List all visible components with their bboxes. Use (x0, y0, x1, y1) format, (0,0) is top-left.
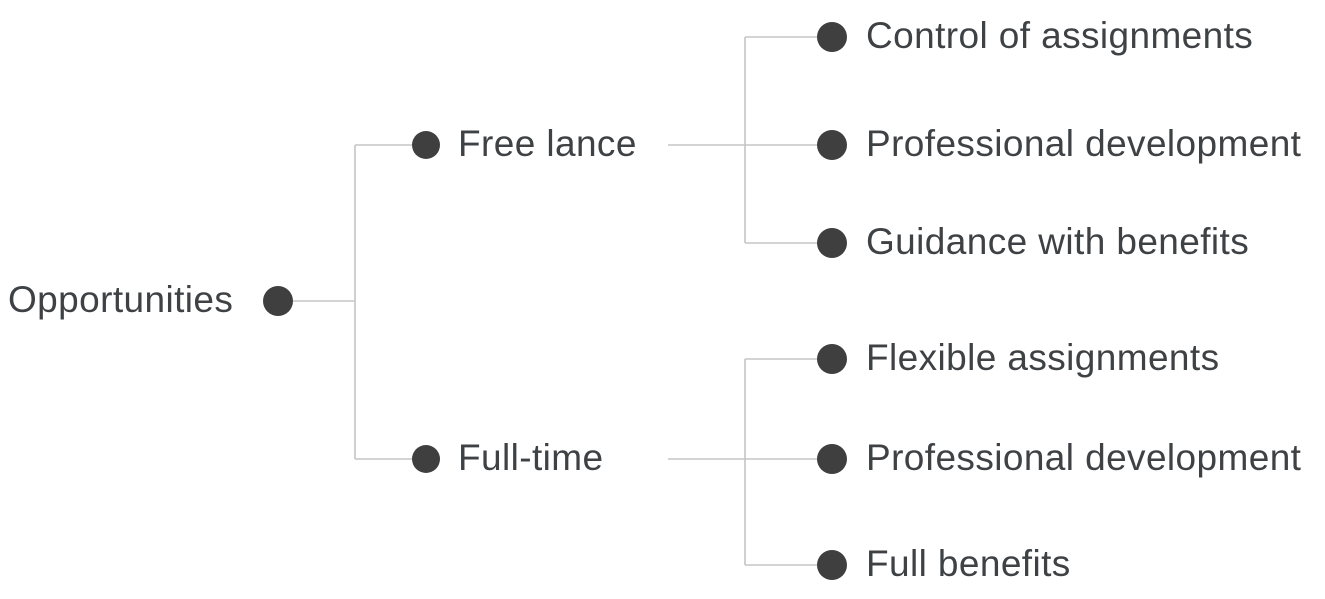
leaf-label-flexible-assignments: Flexible assignments (866, 336, 1220, 378)
leaf-label-professional-development-freelance: Professional development (866, 122, 1302, 164)
leaf-node-dot (817, 130, 847, 160)
branch-label-freelance: Free lance (458, 122, 637, 164)
leaf-label-professional-development-fulltime: Professional development (866, 436, 1302, 478)
root-node-label: Opportunities (8, 278, 234, 320)
leaf-node-dot (817, 344, 847, 374)
leaf-node-dot (817, 444, 847, 474)
freelance-node-dot (412, 131, 440, 159)
leaf-node-dot (817, 228, 847, 258)
leaf-label-control-of-assignments: Control of assignments (866, 14, 1254, 56)
root-node-dot (263, 286, 293, 316)
leaf-node-dot (817, 22, 847, 52)
leaf-node-dot (817, 550, 847, 580)
leaf-label-guidance-with-benefits: Guidance with benefits (866, 220, 1250, 262)
branch-label-fulltime: Full-time (458, 436, 604, 478)
fulltime-node-dot (412, 445, 440, 473)
leaf-label-full-benefits: Full benefits (866, 542, 1071, 584)
